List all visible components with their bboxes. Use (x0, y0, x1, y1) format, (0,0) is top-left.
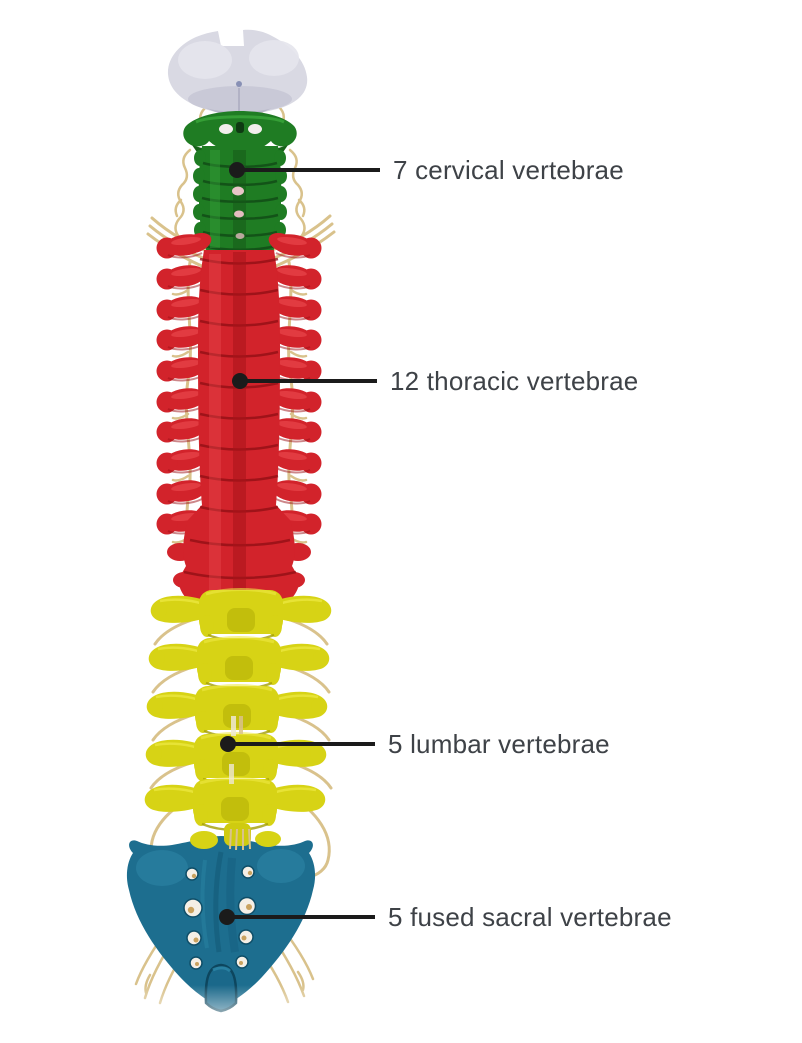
callout-dot (220, 736, 236, 752)
skull-base (167, 29, 308, 116)
callout-leader-line (242, 168, 380, 172)
callout-sacral: 5 fused sacral vertebrae (219, 904, 672, 930)
callout-dot (229, 162, 245, 178)
callout-leader-line (245, 379, 377, 383)
callout-leader-line (233, 742, 375, 746)
lumbar-vertebrae (143, 588, 333, 851)
callout-thoracic: 12 thoracic vertebrae (232, 368, 638, 394)
lumbar-label: 5 lumbar vertebrae (388, 729, 610, 759)
callout-cervical: 7 cervical vertebrae (229, 157, 624, 183)
callout-lumbar: 5 lumbar vertebrae (220, 731, 610, 757)
thoracic-vertebrae (155, 230, 323, 607)
bottom-fade (110, 985, 360, 1043)
callout-dot (232, 373, 248, 389)
callout-dot (219, 909, 235, 925)
cervical-label: 7 cervical vertebrae (393, 155, 624, 185)
sacral-label: 5 fused sacral vertebrae (388, 902, 672, 932)
callout-leader-line (232, 915, 375, 919)
cervical-vertebrae (183, 111, 297, 253)
thoracic-label: 12 thoracic vertebrae (390, 366, 639, 396)
